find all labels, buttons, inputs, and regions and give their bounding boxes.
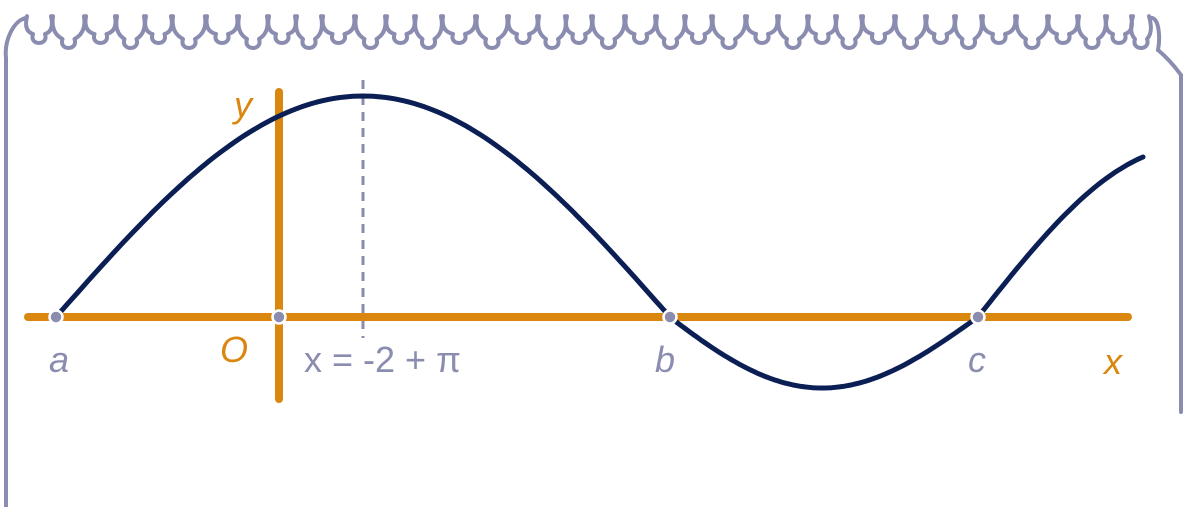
- point-b: [662, 309, 678, 325]
- point-a: [48, 309, 64, 325]
- frame-right-edge: [1156, 48, 1183, 414]
- origin-label: O: [220, 329, 248, 370]
- point-origin: [271, 309, 287, 325]
- frame-scalloped-top: [3, 14, 1161, 60]
- point-c-label: c: [968, 339, 986, 380]
- point-a-label: a: [49, 339, 69, 380]
- y-axis-label: y: [231, 84, 254, 125]
- point-c: [970, 309, 986, 325]
- curtain-frame: [3, 14, 1183, 507]
- x-axis-label: x: [1102, 341, 1124, 382]
- point-b-label: b: [655, 339, 675, 380]
- symmetry-line-label: x = -2 + π: [304, 339, 461, 380]
